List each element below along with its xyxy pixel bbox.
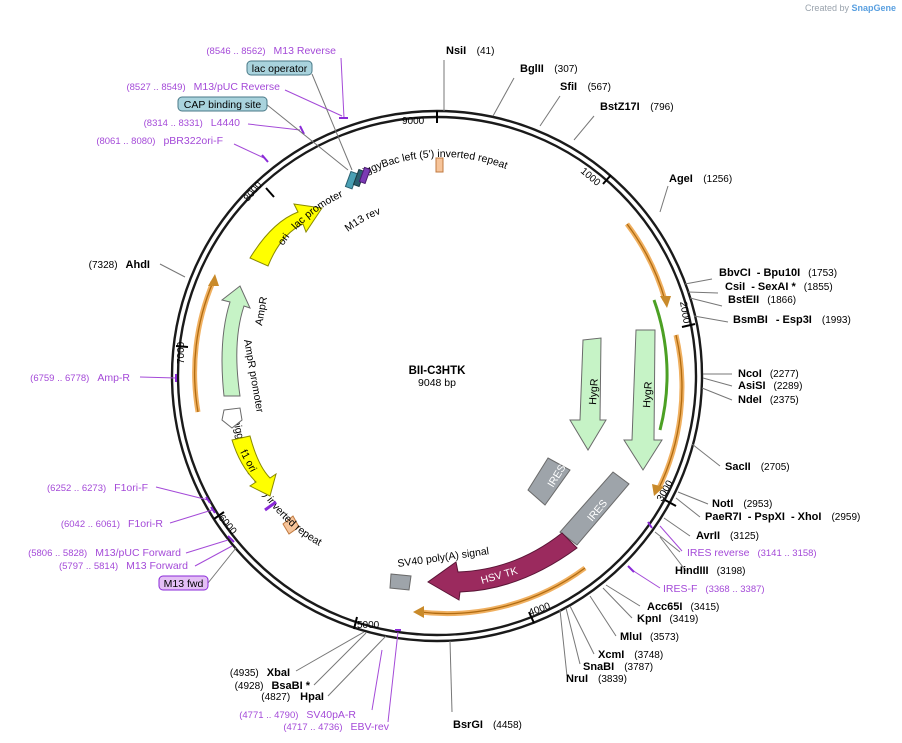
site-avrii[interactable]: AvrII(3125) [696,530,759,542]
plasmid-size: 9048 bp [418,377,456,389]
feature-repeat-arrow-left [208,274,219,286]
site-bglii[interactable]: BglII (307) [520,59,578,76]
site-bsabi[interactable]: (4928)BsaBI * [235,680,311,692]
feature-ires-inner[interactable] [527,457,571,506]
feature-repeat-arc-bottom-inner [419,567,586,615]
primers: (8546 .. 8562)M13 Reverse (8527 .. 8549)… [28,45,817,733]
site-kpni[interactable]: KpnI(3419) [637,613,698,625]
feature-sv40-polya[interactable] [389,573,412,591]
primer-leader-lines [139,57,683,723]
tick-marks [175,111,696,630]
restriction-sites: NsiI (41) BglII (307) SfiI (567) BstZ17I… [89,41,861,731]
primer-l4440[interactable]: (8314 .. 8331)L4440 [144,117,241,129]
tick-label-1000: 1000 [578,166,602,189]
lac-operator-callout[interactable]: lac operator [246,60,353,171]
site-acc65i[interactable]: Acc65I(3415) [647,601,719,613]
tick-label-8000: 8000 [242,179,265,203]
snapgene-credit: Created by SnapGene [804,3,896,13]
site-paer7i-pspxi-xhoi[interactable]: PaeR7I-PspXI-XhoI(2959) [705,511,860,523]
site-mlui[interactable]: MluI(3573) [620,631,679,643]
primer-sv40pa-r[interactable]: (4771 .. 4790)SV40pA-R [239,709,356,721]
site-ncoi[interactable]: NcoI(2277) [738,368,799,380]
lac-operator-label: lac operator [252,63,308,75]
site-leader-lines [159,60,733,713]
feature-piggybac-right-marker[interactable] [282,515,300,535]
feature-repeat-arrow-bottom [413,606,424,618]
primer-m13-reverse[interactable]: (8546 .. 8562)M13 Reverse [206,45,336,57]
primer-ebv-rev[interactable]: (4717 .. 4736)EBV-rev [283,721,389,733]
primer-f1ori-r[interactable]: (6042 .. 6061)F1ori-R [61,518,164,530]
feature-label-sv40-polya: SV40 poly(A) signal [397,545,490,570]
site-snabi[interactable]: SnaBI(3787) [583,661,653,673]
site-csii-sexai[interactable]: CsiI-SexAI *(1855) [725,281,833,293]
primer-markers [175,117,653,631]
site-ndei[interactable]: NdeI(2375) [738,394,799,406]
feature-label-hygr-inner: HygR [587,378,601,405]
site-sfii[interactable]: SfiI (567) [560,77,611,94]
site-ahdi[interactable]: (7328)AhdI [89,259,150,271]
tick-label-5000: 5000 [357,620,380,631]
site-nrui[interactable]: NruI(3839) [566,673,627,685]
feature-repeat-arc-left-inner [193,281,214,413]
feature-repeat-arc-left[interactable] [192,281,216,413]
feature-green-arc[interactable] [652,299,669,431]
primer-m13-forward[interactable]: (5797 .. 5814)M13 Forward [59,560,188,572]
site-bsteii[interactable]: BstEII(1866) [728,294,796,306]
primer-f1ori-f[interactable]: (6252 .. 6273)F1ori-F [47,482,148,494]
site-bbvci-bpu10i[interactable]: BbvCI-Bpu10I(1753) [719,267,837,279]
cap-site-callout[interactable]: CAP binding site [177,96,349,171]
m13-fwd-callout[interactable]: M13 fwd [158,547,237,591]
tick-label-2000: 2000 [677,301,692,325]
m13-rev-path: M13 rev [343,205,383,234]
feature-ori[interactable] [249,203,323,267]
feature-label-hygr-outer: HygR [641,381,655,408]
site-bstz17i[interactable]: BstZ17I (796) [600,97,674,114]
site-hpai[interactable]: (4827)HpaI [261,691,324,703]
tick-label-9000: 9000 [402,116,425,127]
feature-f1-ori[interactable] [231,435,277,497]
site-bsrgi[interactable]: BsrGI(4458) [453,719,522,731]
feature-label-ori: ori [276,231,293,247]
tick-label-7000: 7000 [176,341,187,364]
site-asisi[interactable]: AsiSI(2289) [738,380,802,392]
feature-ampr-promoter[interactable] [221,407,243,429]
feature-label-piggybac-left: piggyBac left (5') inverted repeat [356,148,510,181]
plasmid-name: BII-C3HTK [409,365,467,377]
primer-amp-r[interactable]: (6759 .. 6778)Amp-R [30,372,130,384]
feature-repeat-arc-upper[interactable] [625,222,668,301]
site-hindiii[interactable]: HindIII(3198) [675,565,746,577]
feature-repeat-arrow-right [652,484,664,496]
feature-ampr[interactable] [220,285,251,397]
site-xbai[interactable]: (4935)XbaI [230,667,290,679]
m13-fwd-label: M13 fwd [164,578,204,590]
primer-m13-puc-forward[interactable]: (5806 .. 5828)M13/pUC Forward [28,547,181,559]
feature-hygr-outer[interactable] [623,329,663,471]
feature-hsv-tk[interactable] [427,532,578,601]
feature-label-ampr: AmpR [253,295,270,326]
primer-ires-f[interactable]: IRES-F(3368 .. 3387) [663,583,765,595]
feature-piggybac-left-marker[interactable] [435,157,444,173]
site-xcmi[interactable]: XcmI(3748) [598,649,663,661]
site-nsii[interactable]: NsiI (41) [446,41,494,58]
snapgene-brand: SnapGene [851,3,896,13]
site-noti[interactable]: NotI(2953) [712,498,772,510]
feature-label-m13-rev: M13 rev [343,205,383,234]
site-agei[interactable]: AgeI (1256) [669,169,732,186]
feature-repeat-arc-right-inner [657,334,683,491]
site-bsmbi-esp3i[interactable]: BsmBI-Esp3I(1993) [733,314,851,326]
site-sacii[interactable]: SacII(2705) [725,461,790,473]
primer-m13-puc-reverse[interactable]: (8527 .. 8549)M13/pUC Reverse [126,81,280,93]
feature-m13rev-box[interactable] [358,166,371,185]
feature-repeat-arrow-upper [660,296,671,308]
piggybac-left-path: piggyBac left (5') inverted repeat [356,148,510,181]
feature-label-ampr-promoter: AmpR promoter [241,338,266,414]
feature-repeat-arc-upper-inner [626,223,666,301]
feature-hygr-inner[interactable] [569,337,607,451]
primer-pbr322ori-f[interactable]: (8061 .. 8080)pBR322ori-F [96,135,223,147]
feature-ires-outer[interactable] [559,471,630,546]
primer-ires-reverse[interactable]: IRES reverse(3141 .. 3158) [687,547,817,559]
feature-f1ori-r-mark [264,500,277,512]
cap-site-label: CAP binding site [184,99,262,111]
